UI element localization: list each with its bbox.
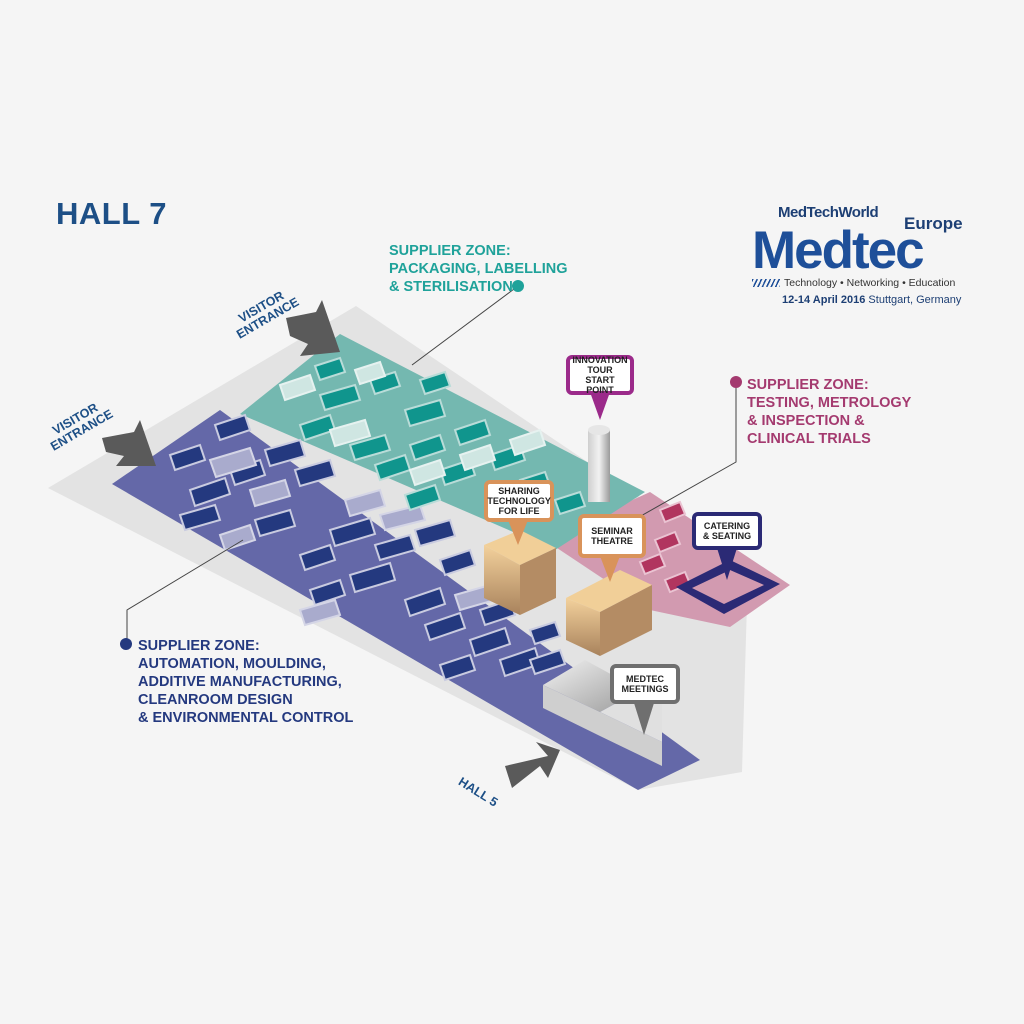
zone-teal-line: SUPPLIER ZONE: xyxy=(389,243,511,259)
callout-meetings-label: MEDTEC MEETINGS xyxy=(621,674,669,694)
callout-catering-seating[interactable]: CATERING & SEATING xyxy=(692,512,762,550)
magenta-bullet-icon xyxy=(730,376,742,388)
logo-dates-bold: 12-14 April 2016 xyxy=(782,294,866,306)
seminar-pointer xyxy=(600,556,620,582)
logo-dates: 12-14 April 2016 Stuttgart, Germany xyxy=(782,294,961,306)
logo-brand-top: MedTechWorld xyxy=(778,204,879,221)
sharing-pointer xyxy=(508,520,528,545)
sharing-technology-stand xyxy=(484,530,556,615)
callout-seminar-label: SEMINAR THEATRE xyxy=(591,526,633,546)
callout-seminar-theatre[interactable]: SEMINAR THEATRE xyxy=(578,514,646,558)
callout-innovation-tour[interactable]: INNOVATION TOUR START POINT xyxy=(566,355,634,395)
meetings-pointer xyxy=(634,703,654,735)
zone-blue-line: ADDITIVE MANUFACTURING, xyxy=(138,674,342,690)
zone-magenta-line: TESTING, METROLOGY xyxy=(747,395,912,411)
top-entrance-arrow xyxy=(286,300,340,356)
hall5-arrow xyxy=(505,742,560,788)
zone-teal-line: & STERILISATION xyxy=(389,279,513,295)
medtec-logo: MedTechWorld Europe Medtec Technology • … xyxy=(752,200,972,310)
zone-blue-line: & ENVIRONMENTAL CONTROL xyxy=(138,710,354,726)
innovation-pointer xyxy=(590,392,610,420)
seminar-theatre-stand xyxy=(566,570,652,656)
logo-region: Europe xyxy=(904,214,963,233)
zone-magenta-line: CLINICAL TRIALS xyxy=(747,431,871,447)
zone-magenta-line: & INSPECTION & xyxy=(747,413,865,429)
zone-magenta-line: SUPPLIER ZONE: xyxy=(747,377,869,393)
teal-bullet-icon xyxy=(512,280,524,292)
callout-catering-label: CATERING & SEATING xyxy=(702,521,752,541)
callout-sharing-label: SHARING TECHNOLOGY FOR LIFE xyxy=(487,486,551,516)
zone-blue-line: AUTOMATION, MOULDING, xyxy=(138,656,326,672)
zone-teal-line: PACKAGING, LABELLING xyxy=(389,261,568,277)
teal-zone-booths-light xyxy=(278,360,547,487)
zone-blue-line: SUPPLIER ZONE: xyxy=(138,638,260,654)
catering-pointer xyxy=(717,548,737,580)
logo-hatch-icon xyxy=(752,279,780,287)
zone-label-teal: SUPPLIER ZONE: PACKAGING, LABELLING & ST… xyxy=(389,242,568,296)
zone-label-magenta: SUPPLIER ZONE: TESTING, METROLOGY & INSP… xyxy=(747,376,911,448)
callout-sharing-technology[interactable]: SHARING TECHNOLOGY FOR LIFE xyxy=(484,480,554,522)
logo-tagline: Technology • Networking • Education xyxy=(784,277,956,289)
hall-title: HALL 7 xyxy=(56,196,167,231)
leader-lines xyxy=(126,285,737,644)
zone-blue-line: CLEANROOM DESIGN xyxy=(138,692,293,708)
innovation-tower xyxy=(588,430,610,502)
logo-location: Stuttgart, Germany xyxy=(865,294,962,306)
zone-label-blue: SUPPLIER ZONE: AUTOMATION, MOULDING, ADD… xyxy=(138,637,353,727)
callout-medtec-meetings[interactable]: MEDTEC MEETINGS xyxy=(610,664,680,704)
blue-zone-booths xyxy=(168,413,567,682)
blue-bullet-icon xyxy=(120,638,132,650)
left-entrance-arrow xyxy=(102,420,156,466)
logo-name: Medtec xyxy=(752,221,925,280)
callout-innovation-label: INNOVATION TOUR START POINT xyxy=(572,355,628,395)
